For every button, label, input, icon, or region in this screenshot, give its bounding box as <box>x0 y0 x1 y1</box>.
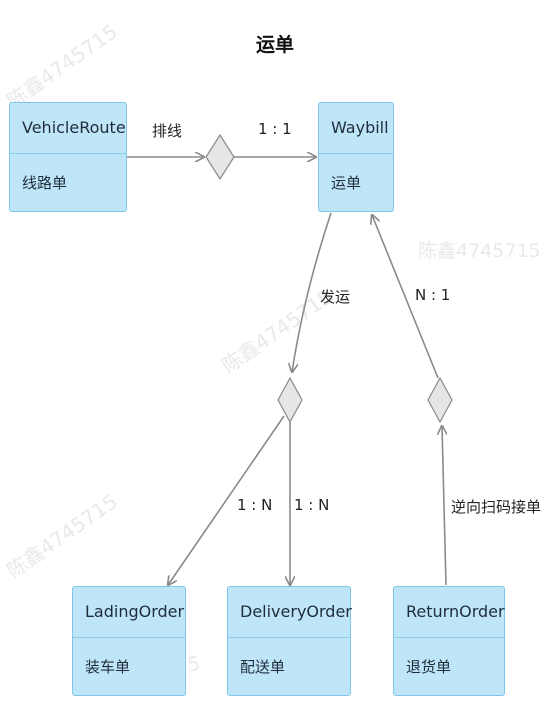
entity-label: 配送单 <box>240 658 286 676</box>
edge-dispatch-to-lading <box>168 415 285 585</box>
entity-name: VehicleRoute <box>10 103 126 154</box>
entity-waybill[interactable]: Waybill 运单 <box>318 102 394 212</box>
relation-diamond-return <box>427 376 453 424</box>
entity-label: 运单 <box>331 174 362 192</box>
entity-name: ReturnOrder <box>394 587 505 638</box>
entity-vehicle-route[interactable]: VehicleRoute 线路单 <box>9 102 127 212</box>
entity-label: 退货单 <box>406 658 452 676</box>
edge-return-to-diamond <box>442 426 446 586</box>
relation-diamond-dispatch <box>277 376 303 424</box>
relation-verb-return: 逆向扫码接单 <box>451 498 542 516</box>
entity-return-order[interactable]: ReturnOrder 退货单 <box>393 586 505 696</box>
entity-label: 装车单 <box>85 658 131 676</box>
entity-delivery-order[interactable]: DeliveryOrder 配送单 <box>227 586 352 696</box>
entity-name: Waybill <box>319 103 393 154</box>
relation-diamond-route <box>205 133 235 181</box>
relation-verb-dispatch: 发运 <box>320 288 351 306</box>
edge-waybill-to-dispatch <box>292 212 332 372</box>
relation-cardinality-return: N : 1 <box>415 286 451 304</box>
edge-diamond-to-waybill-return <box>372 215 439 379</box>
relation-cardinality-delivery: 1 : N <box>294 496 330 514</box>
entity-name: DeliveryOrder <box>228 587 352 638</box>
entity-label: 线路单 <box>22 174 68 192</box>
entity-name: LadingOrder <box>73 587 185 638</box>
diagram-title: 运单 <box>255 34 294 56</box>
relation-cardinality-lading: 1 : N <box>237 496 273 514</box>
relation-cardinality-route: 1 : 1 <box>258 120 292 138</box>
relation-verb-route: 排线 <box>152 122 183 140</box>
entity-lading-order[interactable]: LadingOrder 装车单 <box>72 586 186 696</box>
